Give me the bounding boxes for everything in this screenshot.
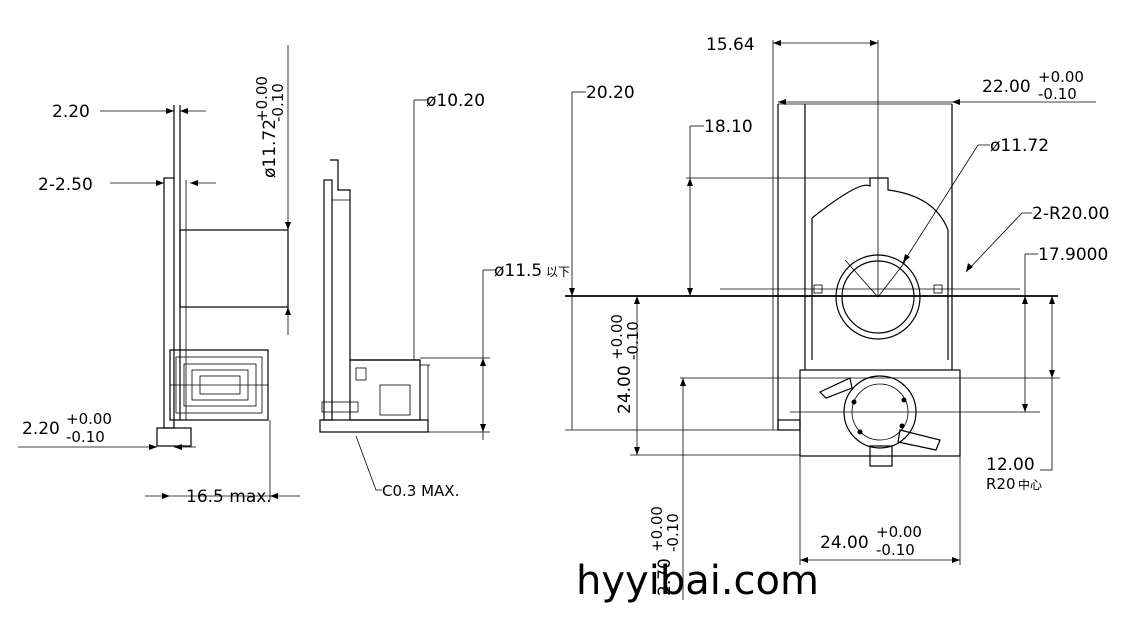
right-dim-24v-text: 24.00 <box>615 365 635 414</box>
left-dim-bottom-tol-plus: +0.00 <box>66 410 112 428</box>
left-dim-holes-arrow <box>156 180 164 186</box>
right-dim-1810-arrow <box>687 178 693 186</box>
right-clip-left <box>813 284 823 294</box>
right-dim-24h-tol-minus: -0.10 <box>876 541 915 559</box>
right-dim-24h-arrow-left <box>800 557 808 563</box>
left-dim-top-arrow <box>166 108 174 114</box>
right-dim-x70-tol-plus: +0.00 <box>648 506 666 552</box>
right-dim-22-tol-plus: +0.00 <box>1038 68 1084 86</box>
left-dim-diameter-tol-minus: -0.10 <box>269 83 287 122</box>
right-dim-24h-text: 24.00 <box>820 533 869 553</box>
right-dim-1564-arrow-right <box>870 40 878 46</box>
right-dim-179-arrow-top <box>1022 296 1028 304</box>
left-dim-top-arrow2 <box>180 108 188 114</box>
middle-body <box>349 359 421 421</box>
right-motor-tab <box>777 419 801 431</box>
right-dim-x70-tol-minus: -0.10 <box>664 513 682 552</box>
right-dim-x70-text: 2.70 <box>655 558 675 596</box>
middle-tab <box>321 401 359 413</box>
right-dim-24v-tol-minus: -0.10 <box>624 321 642 360</box>
right-dim-2020-text: 20.20 <box>586 83 635 103</box>
left-dim-depth-text: 16.5 max. <box>186 487 272 507</box>
right-dim-2020-arrow <box>569 288 575 296</box>
left-side-view: 2.20 2-2.50 ø11.72 +0.00 -0.10 2.20 +0.0… <box>18 45 300 507</box>
middle-profile-top <box>330 159 420 361</box>
left-base-foot <box>156 427 192 447</box>
left-dim-bottom-arrow2 <box>174 444 182 450</box>
right-dim-r20-suffix: 中心 <box>1018 477 1042 492</box>
right-dim-1564-text: 15.64 <box>706 35 755 55</box>
right-dim-x70-arrow <box>680 378 686 386</box>
middle-chamfer-text: C0.3 MAX. <box>382 482 459 500</box>
right-dim-24v-arrow-bottom <box>634 447 640 455</box>
right-dim-phi-arrow <box>903 254 910 263</box>
left-dim-depth-arrow <box>162 493 170 499</box>
right-motor-dot-4 <box>899 423 905 429</box>
middle-base <box>319 419 429 433</box>
right-motor-arm-right <box>897 429 941 451</box>
left-dim-holes-arrow2 <box>190 180 198 186</box>
right-dim-12-text: 12.00 <box>986 455 1035 475</box>
left-dim-bottom-text: 2.20 <box>22 419 60 439</box>
right-motor-dot-2 <box>901 397 907 403</box>
left-dim-diameter-arrow-bottom <box>285 307 291 315</box>
left-cylinder <box>179 229 289 308</box>
left-dim-bottom-arrow <box>149 444 157 450</box>
right-dim-22-text: 22.00 <box>982 77 1031 97</box>
right-dim-1810-arrow2 <box>687 288 693 296</box>
left-dim-depth-arrow2 <box>270 493 278 499</box>
left-plate <box>163 177 175 429</box>
watermark-text: hyyibai.com <box>576 558 819 604</box>
left-dim-diameter-text: ø11.72 <box>260 119 280 178</box>
right-dim-24v-arrow-top <box>634 296 640 304</box>
right-dim-radius-text: 2-R20.00 <box>1032 204 1109 224</box>
right-clip-right <box>933 284 943 294</box>
middle-inner-block <box>379 384 411 416</box>
right-front-view: 15.64 22.00 +0.00 -0.10 20.20 18.10 ø11.… <box>565 35 1109 600</box>
right-dim-22-tol-minus: -0.10 <box>1038 85 1077 103</box>
middle-dim-top-text: ø10.20 <box>426 91 485 111</box>
right-center-v <box>844 259 906 298</box>
left-dim-holes-text: 2-2.50 <box>38 175 93 195</box>
right-dim-12-arrow-bottom <box>1049 370 1055 378</box>
right-dim-179-text: 17.9000 <box>1038 245 1108 265</box>
right-dim-1564-arrow-left <box>773 40 781 46</box>
middle-chamfer-leader <box>355 435 382 491</box>
right-dim-22-arrow-right <box>952 99 960 105</box>
right-motor-dot-1 <box>851 399 857 405</box>
right-motor-shaft <box>869 445 893 467</box>
middle-dim-mid-arrow-top <box>480 358 486 366</box>
right-dim-phi-text: ø11.72 <box>990 136 1049 156</box>
right-dim-phi-leader <box>902 144 990 264</box>
left-dim-diameter-tol-plus: +0.00 <box>253 76 271 122</box>
middle-side-view: ø10.20 ø11.5 以下 C0.3 MAX. <box>319 91 570 500</box>
middle-dim-mid-arrow-bottom <box>480 424 486 432</box>
right-dim-22-arrow-left <box>778 99 786 105</box>
right-dim-radius-arrow <box>966 263 973 272</box>
right-dim-1810-text: 18.10 <box>704 117 753 137</box>
right-dim-radius-leader <box>965 212 1032 273</box>
right-dim-24v-tol-plus: +0.00 <box>608 314 626 360</box>
left-dim-diameter-arrow-top <box>285 222 291 230</box>
middle-dim-mid-suffix: 以下 <box>546 265 570 279</box>
right-dim-24h-arrow-right <box>952 557 960 563</box>
middle-pin-1 <box>355 367 367 381</box>
right-top-arc <box>811 177 949 231</box>
middle-dim-mid-text: ø11.5 <box>494 261 542 281</box>
right-dim-r20-text: R20 <box>986 475 1016 493</box>
right-dim-179-arrow-bottom <box>1022 404 1028 412</box>
middle-plate <box>323 179 333 421</box>
right-dim-12-arrow-top <box>1049 296 1055 304</box>
right-motor-dot-3 <box>857 429 863 435</box>
right-motor-arm-left <box>818 377 853 399</box>
right-motor-plate <box>799 369 961 457</box>
left-dim-bottom-tol-minus: -0.10 <box>66 428 105 446</box>
right-dim-24h-tol-plus: +0.00 <box>876 523 922 541</box>
left-dim-top-text: 2.20 <box>52 102 90 122</box>
